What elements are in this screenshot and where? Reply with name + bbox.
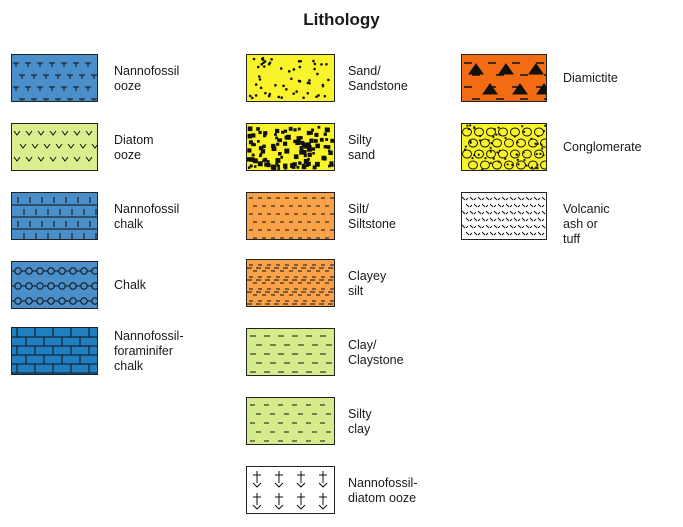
pattern-nannofossil-diatom-ooze xyxy=(247,467,334,513)
label-chalk: Chalk xyxy=(114,278,146,292)
label-diatom-ooze: Diatom ooze xyxy=(114,133,154,162)
pattern-silty-clay xyxy=(247,398,334,444)
label-nannofossil-diatom-ooze: Nannofossil- diatom ooze xyxy=(348,476,418,505)
label-clayey-silt: Clayey silt xyxy=(348,269,387,298)
pattern-chalk xyxy=(12,262,97,308)
swatch-nannofossil-ooze xyxy=(11,54,98,102)
pattern-clay xyxy=(247,329,334,375)
label-clay: Clay/ Claystone xyxy=(348,338,404,367)
swatch-silty-clay xyxy=(246,397,335,445)
swatch-nannofossil-foraminifer-chalk xyxy=(11,327,98,375)
label-nannofossil-chalk: Nannofossil chalk xyxy=(114,202,180,231)
swatch-nannofossil-chalk xyxy=(11,192,98,240)
swatch-volcanic-ash xyxy=(461,192,547,240)
pattern-silt xyxy=(247,193,334,239)
swatch-diamictite xyxy=(461,54,547,102)
swatch-silt xyxy=(246,192,335,240)
swatch-clayey-silt xyxy=(246,259,335,307)
pattern-nannofossil-chalk xyxy=(12,193,97,239)
pattern-nannofossil-foraminifer-chalk xyxy=(12,328,97,374)
pattern-diatom-ooze xyxy=(12,124,97,170)
pattern-silty-sand xyxy=(247,124,334,170)
swatch-sand xyxy=(246,54,335,102)
swatch-chalk xyxy=(11,261,98,309)
pattern-volcanic-ash xyxy=(462,193,546,239)
swatch-nannofossil-diatom-ooze xyxy=(246,466,335,514)
pattern-diamictite xyxy=(462,55,546,101)
label-nannofossil-ooze: Nannofossil ooze xyxy=(114,64,180,93)
label-silty-clay: Silty clay xyxy=(348,407,372,436)
swatch-conglomerate xyxy=(461,123,547,171)
label-silty-sand: Silty sand xyxy=(348,133,376,162)
pattern-clayey-silt xyxy=(247,260,334,306)
label-diamictite: Diamictite xyxy=(563,71,618,85)
label-silt: Silt/ Siltstone xyxy=(348,202,396,231)
label-volcanic-ash: Volcanic ash or tuff xyxy=(563,202,610,246)
legend-title: Lithology xyxy=(303,10,380,29)
swatch-silty-sand xyxy=(246,123,335,171)
pattern-nannofossil-ooze xyxy=(12,55,97,101)
pattern-conglomerate xyxy=(462,124,546,170)
label-sand: Sand/ Sandstone xyxy=(348,64,408,93)
pattern-sand xyxy=(247,55,334,101)
swatch-diatom-ooze xyxy=(11,123,98,171)
swatch-clay xyxy=(246,328,335,376)
label-conglomerate: Conglomerate xyxy=(563,140,642,154)
label-nannofossil-foraminifer-chalk: Nannofossil- foraminifer chalk xyxy=(114,329,184,373)
